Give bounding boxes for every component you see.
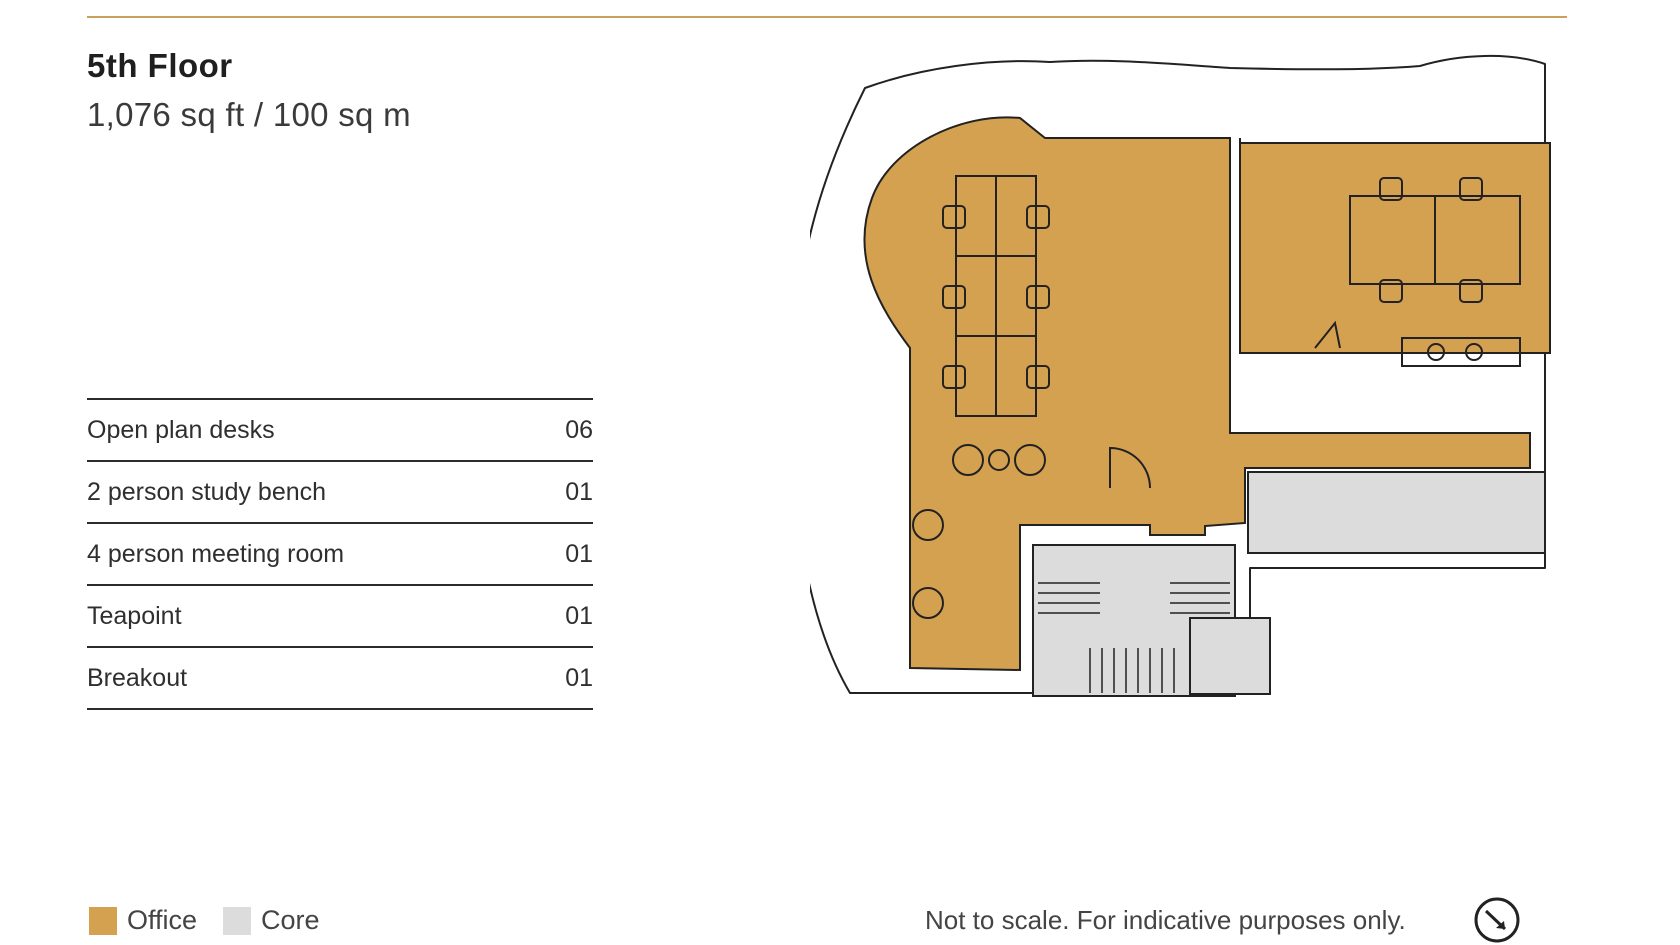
- spec-label: 2 person study bench: [87, 477, 327, 506]
- spec-row: Open plan desks 06: [87, 400, 593, 462]
- spec-label: 4 person meeting room: [87, 539, 345, 568]
- office-meeting: [1239, 142, 1551, 354]
- north-arrow-icon: [1474, 897, 1520, 943]
- building-outline: [810, 55, 1546, 694]
- interior-lines: [912, 138, 1521, 619]
- spec-count: 01: [565, 601, 593, 630]
- spec-row: 4 person meeting room 01: [87, 524, 593, 586]
- legend-label-core: Core: [261, 905, 320, 935]
- spec-label: Breakout: [87, 663, 188, 692]
- top-rule: [87, 16, 1567, 18]
- spec-table: Open plan desks 06 2 person study bench …: [87, 398, 593, 710]
- legend: Office Core: [89, 905, 346, 936]
- disclaimer: Not to scale. For indicative purposes on…: [925, 905, 1406, 935]
- office-swatch: [89, 906, 117, 935]
- spec-count: 01: [565, 663, 593, 692]
- core-wc: [1247, 471, 1546, 554]
- spec-label: Teapoint: [87, 601, 182, 630]
- spec-count: 01: [565, 539, 593, 568]
- legend-label-office: Office: [127, 905, 198, 935]
- floor-title: 5th Floor: [87, 47, 233, 84]
- core-lobby: [1189, 617, 1271, 695]
- spec-row: Breakout 01: [87, 648, 593, 710]
- stair-treads: [1038, 582, 1230, 693]
- spec-row: Teapoint 01: [87, 586, 593, 648]
- spec-count: 06: [565, 415, 593, 444]
- spec-row: 2 person study bench 01: [87, 462, 593, 524]
- spec-count: 01: [565, 477, 593, 506]
- floor-area: 1,076 sq ft / 100 sq m: [87, 96, 411, 133]
- floor-plan: [810, 55, 1551, 697]
- core-swatch: [223, 906, 252, 935]
- spec-label: Open plan desks: [87, 415, 275, 444]
